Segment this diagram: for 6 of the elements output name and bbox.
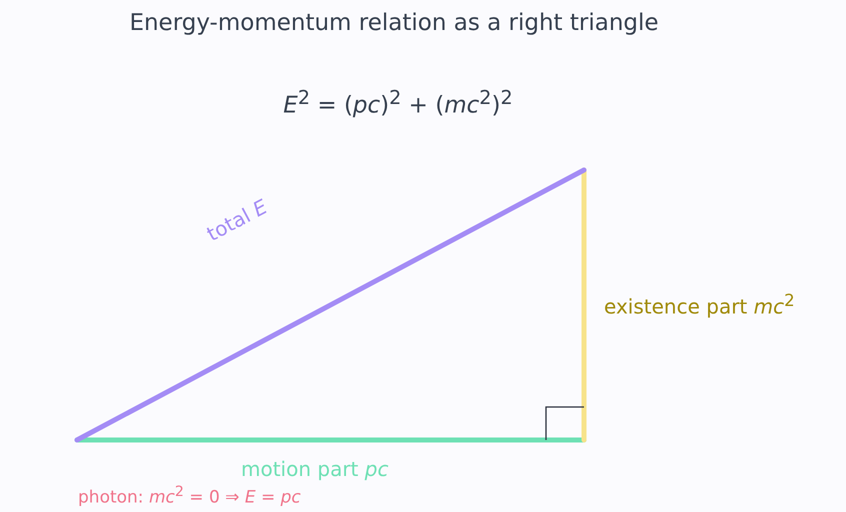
diagram-title: Energy-momentum relation as a right triangle	[128, 10, 660, 36]
formula: E$^{2}$ = (pc)$^{2}$ + (mc$^{2}$)$^{2}$	[282, 86, 514, 119]
side-label: motion part pc	[241, 457, 388, 481]
side-label: total E	[202, 194, 272, 246]
side-label: existence part mc$^{2}$	[604, 291, 795, 319]
note: photon: mc$^{2}$ = 0 ⇒ E = pc	[78, 484, 301, 508]
